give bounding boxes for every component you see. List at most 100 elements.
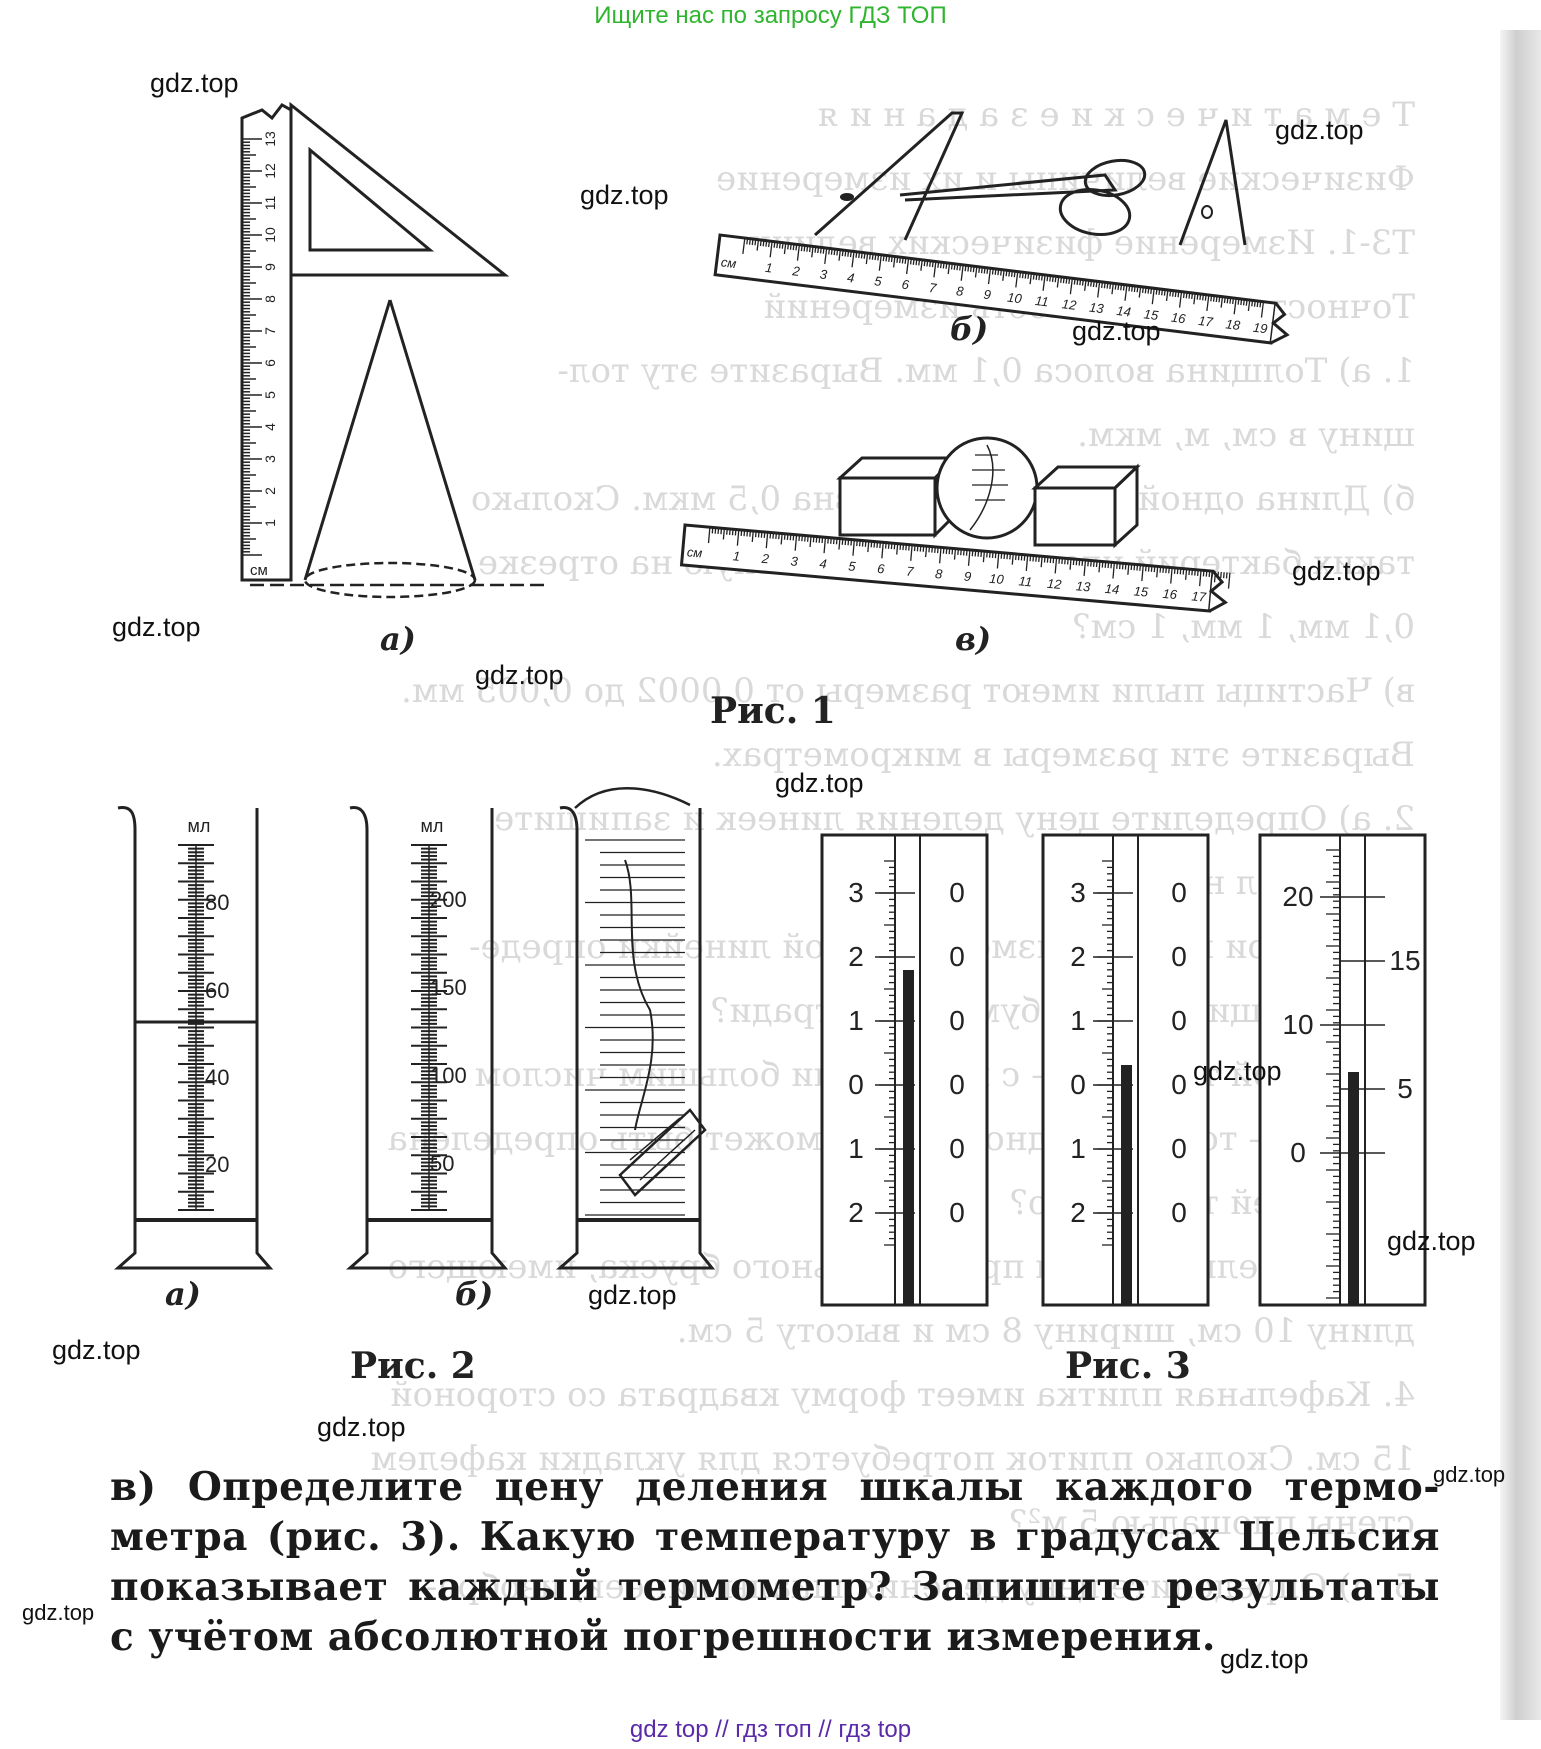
ruler-b-ticks-label: 3: [819, 267, 829, 283]
watermark: gdz.top: [475, 660, 564, 690]
task-text-line: показывает каждый термометр? Запишите ре…: [110, 1564, 1440, 1610]
thermometer-label: 2: [848, 941, 864, 972]
thermometer-label-right: 0: [949, 941, 965, 972]
thermometer-label: 1: [848, 1133, 864, 1164]
ruler-a-tick-label: 11: [262, 196, 278, 211]
ruler-a-unit: см: [250, 562, 268, 579]
ruler-b-ticks-label: 17: [1198, 313, 1215, 330]
ruler-c-ticks-label: 5: [848, 558, 857, 574]
ruler-c-ticks-label: 3: [790, 553, 799, 569]
watermark: gdz.top: [1433, 1462, 1506, 1487]
thermometer-label-right: 0: [949, 877, 965, 908]
watermark: gdz.top: [1387, 1226, 1476, 1256]
page-edge-shadow: [1500, 30, 1541, 1720]
watermark: gdz.top: [112, 612, 201, 642]
ruler-a-tick-label: 5: [262, 391, 278, 399]
cone: [303, 299, 477, 581]
watermark: gdz.top: [1072, 316, 1161, 346]
fig1-caption: Рис. 1: [710, 690, 836, 732]
ruler-b-ticks-label: 6: [901, 277, 911, 293]
ruler-a-tick-label: 1: [262, 519, 278, 527]
ruler-c-ticks-label: 15: [1133, 583, 1149, 599]
ruler-c-ticks-label: 1: [732, 548, 741, 564]
fig2-caption: Рис. 2: [350, 1345, 476, 1387]
bottom-banner[interactable]: gdz top // гдз топ // гдз top: [629, 1716, 912, 1743]
cylinder-tick-label: 150: [430, 975, 467, 1000]
ruler-b-ticks-label: 11: [1034, 293, 1049, 310]
thermometer-label: 0: [1070, 1069, 1086, 1100]
thermometer-label: 2: [848, 1197, 864, 1228]
thermometer-label: 1: [1070, 1005, 1086, 1036]
ruler-b-ticks-label: 9: [983, 287, 992, 303]
cylinder-tick-label: 200: [430, 887, 467, 912]
ruler-a-tick-label: 6: [262, 359, 278, 367]
block-right: [1031, 463, 1141, 549]
thermometer-label-right: 0: [1171, 1133, 1187, 1164]
fig3-caption: Рис. 3: [1065, 1345, 1191, 1387]
triangle-b: [814, 111, 965, 241]
thermometer-label-right: 0: [1171, 941, 1187, 972]
cylinder-tick-label: 40: [205, 1065, 229, 1090]
sphere: [935, 436, 1039, 540]
thermometer-label: 3: [848, 877, 864, 908]
watermark: gdz.top: [1220, 1644, 1309, 1674]
ruler-b-ticks-label: 19: [1252, 320, 1268, 337]
thermometer-label: 0: [848, 1069, 864, 1100]
cylinder-tick-label: 50: [430, 1151, 454, 1176]
ruler-a-tick-label: 7: [262, 327, 278, 335]
ruler-b-ticks-label: 8: [955, 283, 965, 299]
ruler-a-tick-label: 13: [262, 131, 278, 147]
watermark: gdz.top: [580, 180, 669, 210]
ruler-a-tick-label: 4: [262, 423, 278, 431]
ruler-c-ticks-label: 10: [989, 571, 1005, 587]
unit-label: мл: [188, 816, 211, 836]
ruler-c-ticks-label: 16: [1162, 586, 1178, 602]
watermark: gdz.top: [22, 1600, 95, 1625]
thermometer-label: 20: [1282, 881, 1313, 912]
ruler-c-ticks-label: см: [686, 544, 703, 560]
thermometer-label-right: 0: [949, 1069, 965, 1100]
task-text-line: с учётом абсолютной погрешности измерени…: [110, 1614, 1216, 1660]
thermometer-label-right: 15: [1389, 945, 1420, 976]
ruler-b-ticks-label: 18: [1225, 316, 1242, 333]
task-text: в) Определите цену деления шкалы каждого…: [110, 1462, 1440, 1662]
ruler-c-ticks-label: 9: [963, 569, 972, 585]
thermometer-label: 1: [848, 1005, 864, 1036]
thermometer-label-right: 0: [1171, 1069, 1187, 1100]
set-square: [289, 101, 510, 277]
ruler-a-tick-label: 8: [262, 295, 278, 303]
thermometer-label: 2: [1070, 1197, 1086, 1228]
thermometer-label-right: 0: [949, 1197, 965, 1228]
watermark: gdz.top: [588, 1280, 677, 1310]
ruler-c-ticks-label: 11: [1018, 573, 1033, 589]
ruler-c-ticks-label: 14: [1104, 581, 1120, 597]
ruler-b-ticks-label: 5: [874, 273, 884, 289]
thermometer-label: 1: [1070, 1133, 1086, 1164]
ruler-b-ticks-label: см: [720, 254, 737, 271]
thermometer-label: 2: [1070, 941, 1086, 972]
thermometer-label: 3: [1070, 877, 1086, 908]
fig1-label-c: в): [955, 620, 992, 658]
scissors: [899, 158, 1147, 237]
thermometer-label-right: 0: [1171, 1197, 1187, 1228]
top-banner[interactable]: Ищите нас по запросу ГДЗ ТОП: [594, 2, 947, 29]
thermometer-label-right: 0: [949, 1005, 965, 1036]
unit-label: мл: [421, 816, 444, 836]
ruler-b-ticks-label: 12: [1061, 296, 1078, 313]
watermark: gdz.top: [1275, 115, 1364, 145]
ruler-b-ticks-label: 7: [928, 280, 938, 296]
task-text-line: метра (рис. 3). Какую температуру в град…: [110, 1514, 1440, 1560]
fig2-label-a: а): [165, 1275, 201, 1313]
ruler-b-ticks-label: 14: [1116, 303, 1132, 320]
watermark: gdz.top: [775, 768, 864, 798]
ruler-a-tick-label: 2: [262, 487, 278, 495]
ruler-b-ticks-label: 16: [1170, 310, 1187, 327]
watermark: gdz.top: [1292, 556, 1381, 586]
ruler-c-ticks-label: 12: [1046, 576, 1062, 592]
cylinder-c: [556, 787, 716, 1270]
